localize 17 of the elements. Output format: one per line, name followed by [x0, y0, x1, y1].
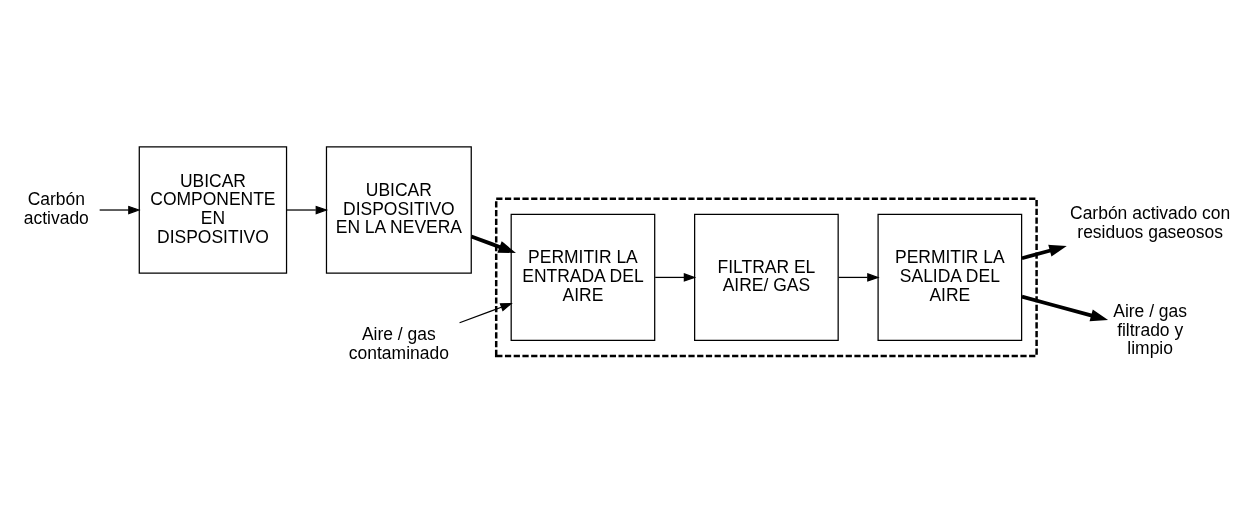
arrow	[458, 302, 513, 323]
node-box: PERMITIR LA ENTRADA DEL AIRE	[510, 213, 656, 341]
node-text: Aire / gas contaminado	[348, 323, 449, 363]
arrow	[99, 205, 141, 214]
node-box: PERMITIR LA SALIDA DEL AIRE	[877, 213, 1023, 341]
arrow	[654, 272, 697, 282]
node-text: Carbón activado	[23, 188, 89, 228]
arrow	[838, 272, 880, 282]
node-text: Aire / gas filtrado y limpio	[1113, 300, 1188, 358]
arrow	[470, 234, 516, 253]
arrow	[1021, 244, 1067, 260]
arrow	[1021, 294, 1109, 321]
arrow	[286, 205, 329, 214]
node-box: UBICAR COMPONENTE EN DISPOSITIVO	[138, 145, 288, 274]
node-box: FILTRAR EL AIRE/ GAS	[694, 213, 839, 341]
node-box: UBICAR DISPOSITIVO EN LA NEVERA	[325, 145, 472, 274]
node-text: Carbón activado con residuos gaseosos	[1070, 202, 1231, 242]
